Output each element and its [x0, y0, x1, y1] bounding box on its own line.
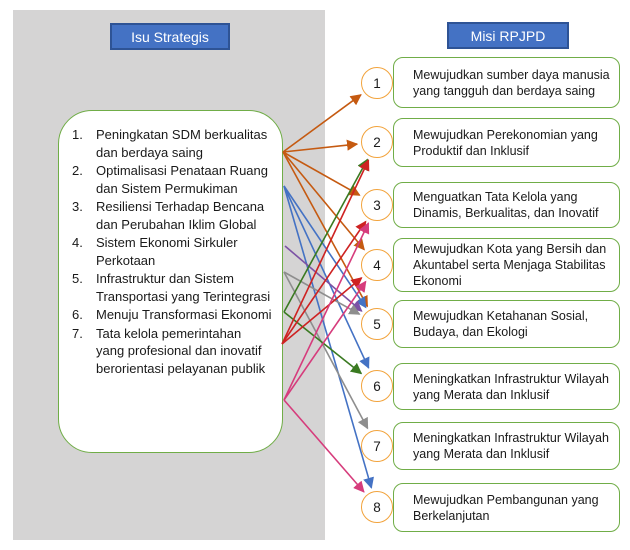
- mission-box-7: Meningkatkan Infrastruktur Wilayah yang …: [393, 422, 620, 470]
- mission-text: Mewujudkan Kota yang Bersih dan Akuntabe…: [413, 242, 607, 288]
- mission-text: Meningkatkan Infrastruktur Wilayah yang …: [413, 431, 609, 461]
- issue-text: Sistem Ekonomi Sirkuler Perkotaan: [96, 235, 238, 268]
- issue-item-5: 5. Infrastruktur dan Sistem Transportasi…: [72, 270, 272, 305]
- mission-text: Meningkatkan Infrastruktur Wilayah yang …: [413, 371, 609, 402]
- issue-text: Menuju Transformasi Ekonomi: [96, 307, 272, 322]
- mission-number-badge-1: 1: [361, 67, 393, 99]
- mission-text: Mewujudkan Ketahanan Sosial, Budaya, dan…: [413, 309, 589, 339]
- issue-number: 7.: [72, 325, 83, 341]
- mission-box-6: Meningkatkan Infrastruktur Wilayah yang …: [393, 363, 620, 410]
- left-header-label: Isu Strategis: [131, 28, 209, 45]
- mission-number: 2: [373, 134, 381, 150]
- issue-number: 5.: [72, 271, 83, 286]
- mission-number-badge-4: 4: [361, 249, 393, 281]
- mission-box-2: Mewujudkan Perekonomian yang Produktif d…: [393, 118, 620, 167]
- issue-text: Optimalisasi Penataan Ruang dan Sistem P…: [96, 163, 268, 196]
- mission-text: Mewujudkan Perekonomian yang Produktif d…: [413, 127, 598, 158]
- mission-box-5: Mewujudkan Ketahanan Sosial, Budaya, dan…: [393, 300, 620, 348]
- issue-number: 6.: [72, 307, 83, 322]
- mission-box-3: Menguatkan Tata Kelola yang Dinamis, Ber…: [393, 182, 620, 228]
- issue-number: 4.: [72, 235, 83, 250]
- mission-text: Mewujudkan Pembangunan yang Berkelanjuta…: [413, 492, 599, 523]
- issue-item-1: 1. Peningkatan SDM berkualitas dan berda…: [72, 126, 272, 161]
- issue-text: Tata kelola pemerintahan yang profesiona…: [96, 325, 266, 376]
- mission-number: 6: [373, 378, 381, 394]
- mission-number-badge-8: 8: [361, 491, 393, 523]
- mission-box-4: Mewujudkan Kota yang Bersih dan Akuntabe…: [393, 238, 620, 292]
- issue-text: Resiliensi Terhadap Bencana dan Perubaha…: [96, 199, 265, 232]
- mission-text: Mewujudkan sumber daya manusia yang tang…: [413, 67, 610, 98]
- issue-number: 1.: [72, 127, 83, 142]
- mission-number-badge-7: 7: [361, 430, 393, 462]
- issue-text: Infrastruktur dan Sistem Transportasi ya…: [96, 271, 271, 304]
- right-header-label: Misi RPJPD: [470, 27, 546, 44]
- issue-item-4: 4. Sistem Ekonomi Sirkuler Perkotaan: [72, 234, 272, 269]
- mission-number: 3: [373, 197, 381, 213]
- issue-item-7: 7. Tata kelola pemerintahan yang profesi…: [72, 325, 272, 378]
- issue-item-3: 3. Resiliensi Terhadap Bencana dan Perub…: [72, 198, 272, 233]
- mission-box-8: Mewujudkan Pembangunan yang Berkelanjuta…: [393, 483, 620, 532]
- strategic-issues-box: 1. Peningkatan SDM berkualitas dan berda…: [58, 110, 283, 453]
- right-column-header: Misi RPJPD: [447, 22, 569, 49]
- issue-number: 3.: [72, 199, 83, 214]
- mission-number: 8: [373, 499, 381, 515]
- mission-number: 7: [373, 438, 381, 454]
- mission-box-1: Mewujudkan sumber daya manusia yang tang…: [393, 57, 620, 108]
- issue-text: Peningkatan SDM berkualitas dan berdaya …: [96, 127, 268, 160]
- mission-number: 5: [373, 316, 381, 332]
- issue-number: 2.: [72, 163, 83, 178]
- left-column-header: Isu Strategis: [110, 23, 230, 50]
- mission-number-badge-5: 5: [361, 308, 393, 340]
- issue-item-6: 6. Menuju Transformasi Ekonomi: [72, 306, 272, 324]
- mission-number-badge-3: 3: [361, 189, 393, 221]
- mission-number-badge-2: 2: [361, 126, 393, 158]
- mission-number: 4: [373, 257, 381, 273]
- mission-number-badge-6: 6: [361, 370, 393, 402]
- issue-item-2: 2. Optimalisasi Penataan Ruang dan Siste…: [72, 162, 272, 197]
- mission-number: 1: [373, 75, 381, 91]
- mission-text: Menguatkan Tata Kelola yang Dinamis, Ber…: [413, 190, 599, 220]
